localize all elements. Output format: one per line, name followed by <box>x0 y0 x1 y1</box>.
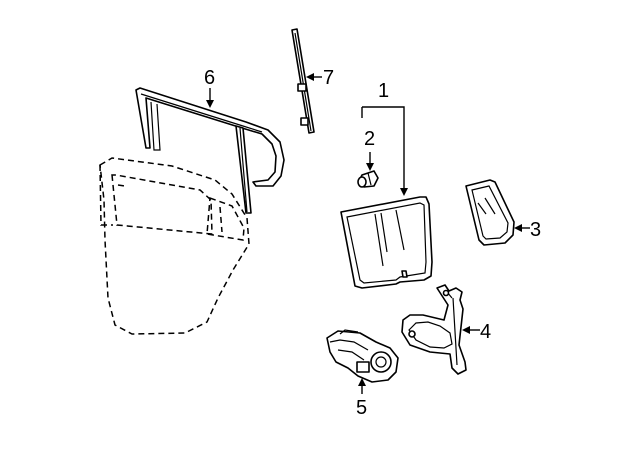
arrowhead-6 <box>206 100 214 108</box>
arrowhead-1 <box>400 188 408 196</box>
arrowhead-5 <box>358 378 366 386</box>
callout-5: 5 <box>356 397 367 419</box>
arrowhead-3 <box>514 224 522 232</box>
regulator-motor <box>326 329 399 383</box>
door-glass <box>340 196 433 289</box>
callout-3: 3 <box>530 219 541 241</box>
callout-7: 7 <box>323 67 334 89</box>
division-bar <box>291 28 315 134</box>
callout-2: 2 <box>364 128 375 150</box>
arrowhead-7 <box>306 73 314 81</box>
callout-6: 6 <box>204 67 215 89</box>
callout-1: 1 <box>378 80 389 102</box>
quarter-glass <box>465 179 515 246</box>
window-regulator <box>401 284 467 375</box>
door-shell-outline <box>99 157 250 335</box>
arrowhead-2 <box>366 163 374 171</box>
callout-4: 4 <box>480 321 491 343</box>
arrowhead-4 <box>462 326 470 334</box>
glass-run-channel <box>135 87 285 214</box>
leader-lines <box>206 73 530 394</box>
glass-fastener <box>357 170 379 188</box>
